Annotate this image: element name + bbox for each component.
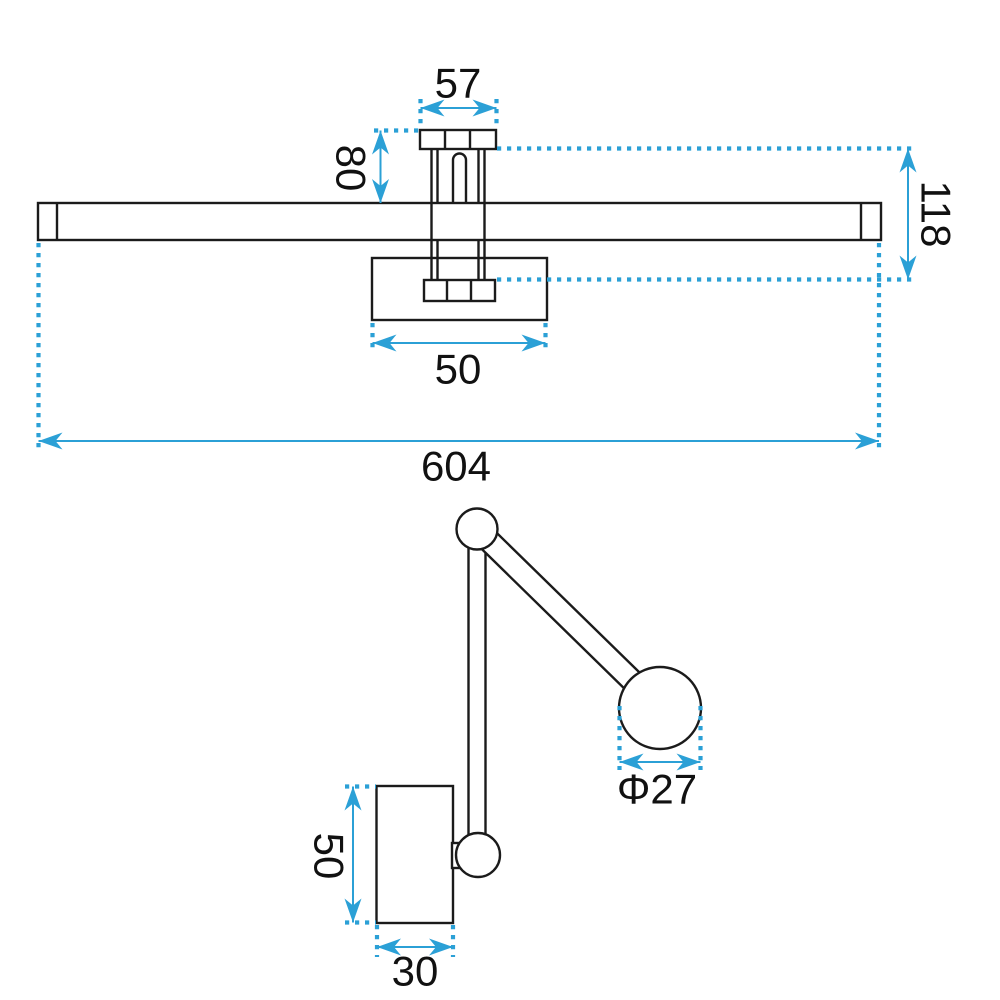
arrowhead-left-icon (377, 938, 401, 956)
lamp-head (617, 665, 703, 751)
arrowhead-right-icon (521, 334, 546, 352)
arrowhead-down-icon (344, 898, 362, 923)
lamp-bar (36, 201, 883, 242)
bracket-cap (418, 128, 498, 151)
dimension-overall-width: 604 (36, 243, 882, 490)
top-pivot-joint (455, 507, 499, 551)
dimension-stem-height: 80 (328, 128, 420, 203)
dimension-label: 80 (328, 145, 375, 192)
dimension-overall-depth: 118 (497, 146, 960, 282)
side-view: Φ27 50 30 (306, 507, 703, 995)
arrowhead-right-icon (429, 938, 453, 956)
dimension-label: 604 (421, 443, 491, 490)
dimension-label: 50 (435, 346, 482, 393)
arrowhead-left-icon (38, 432, 63, 450)
dimension-bracket-width: 57 (418, 60, 499, 129)
arrowhead-left-icon (420, 99, 445, 117)
dimension-label: 57 (435, 60, 482, 107)
arrowhead-up-icon (344, 786, 362, 811)
arrowhead-down-icon (899, 255, 917, 280)
clamp-block (422, 278, 497, 303)
swivel-arm-vertical (467, 527, 487, 857)
arrowhead-right-icon (676, 753, 701, 771)
arrowhead-right-icon (855, 432, 879, 450)
dimension-arm-diameter: Φ27 (617, 706, 703, 813)
arrowhead-down-icon (372, 179, 389, 203)
wall-plate-side (375, 784, 455, 925)
dimension-backplate-height: 50 (306, 784, 376, 925)
dimension-label: 30 (392, 948, 439, 995)
arrowhead-up-icon (372, 130, 389, 155)
arrowhead-up-icon (899, 148, 917, 173)
arrowhead-right-icon (472, 99, 497, 117)
stem-arch (451, 152, 468, 203)
front-view: 57 80 118 50 (36, 60, 960, 490)
wall-plate-front (370, 256, 549, 322)
dimension-label: 118 (913, 181, 960, 248)
arrowhead-left-icon (372, 334, 397, 352)
dimension-backplate-depth: 30 (374, 925, 456, 995)
dimension-backplate-width: 50 (370, 323, 548, 393)
arrowhead-left-icon (619, 753, 644, 771)
dimension-label: Φ27 (617, 766, 697, 813)
lower-pivot-joint (454, 831, 502, 879)
dimension-label: 50 (306, 833, 353, 880)
